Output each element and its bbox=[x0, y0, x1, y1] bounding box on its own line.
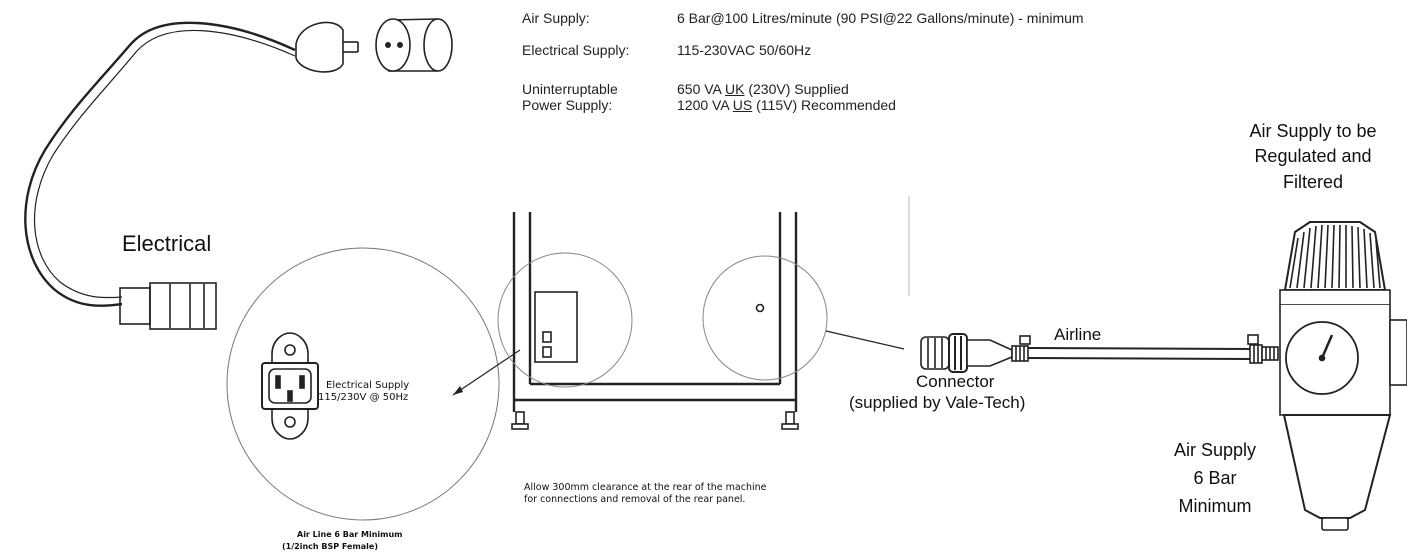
regulated-label-2: Regulated and bbox=[1254, 146, 1372, 166]
supply-label-2: 6 Bar bbox=[1193, 468, 1237, 488]
airline-spec-1: Air Line 6 Bar Minimum bbox=[297, 530, 403, 539]
power-cord bbox=[24, 21, 296, 307]
socket-label-1: Electrical Supply bbox=[326, 380, 410, 391]
supply-label-3: Minimum bbox=[1178, 496, 1252, 516]
spec-ups-line-1-b: (230V) Supplied bbox=[744, 81, 849, 97]
mains-plug-icon bbox=[295, 21, 359, 73]
airline-label: Airline bbox=[1054, 325, 1102, 344]
spec-ups-line-1-a: 650 VA bbox=[677, 81, 726, 97]
electrical-heading: Electrical bbox=[122, 231, 212, 256]
spec-ups-line-2-b: (115V) Recommended bbox=[752, 97, 896, 113]
spec-ups-label-1: Uninterruptable bbox=[522, 81, 618, 97]
spec-air-value: 6 Bar@100 Litres/minute (90 PSI@22 Gallo… bbox=[677, 10, 1084, 26]
airline-hose bbox=[1027, 334, 1279, 364]
spec-ups-line-2-region: US bbox=[732, 97, 753, 113]
connector-label: Connector bbox=[916, 372, 995, 391]
spec-ups-line-1: 650 VA UK (230V) Supplied bbox=[677, 81, 849, 97]
regulated-label-3: Filtered bbox=[1282, 172, 1344, 192]
machine-frame bbox=[497, 196, 910, 430]
connector-supplier-label: (supplied by Vale-Tech) bbox=[849, 393, 1026, 412]
spec-air-label: Air Supply: bbox=[522, 10, 590, 26]
spec-electrical-label: Electrical Supply: bbox=[522, 42, 630, 58]
iec-plug-icon bbox=[119, 282, 217, 330]
clearance-note-1: Allow 300mm clearance at the rear of the… bbox=[524, 482, 767, 493]
spec-ups-line-2-a: 1200 VA bbox=[677, 97, 733, 113]
wall-socket-icon bbox=[375, 18, 453, 72]
clearance-note-2: for connections and removal of the rear … bbox=[524, 494, 746, 505]
inlet-detail-circle bbox=[226, 247, 500, 521]
spec-ups-label-2: Power Supply: bbox=[522, 97, 613, 113]
filter-regulator-icon bbox=[1279, 221, 1407, 531]
spec-ups-line-1-region: UK bbox=[725, 81, 745, 97]
spec-ups-line-2: 1200 VA US (115V) Recommended bbox=[677, 97, 896, 113]
airline-spec-2: (1/2inch BSP Female) bbox=[282, 542, 379, 551]
regulated-label-1: Air Supply to be bbox=[1249, 121, 1377, 141]
push-fit-connector-icon bbox=[920, 333, 1031, 373]
socket-label-2: 115/230V @ 50Hz bbox=[318, 392, 409, 403]
spec-electrical-value: 115-230VAC 50/60Hz bbox=[677, 42, 812, 58]
supply-label-1: Air Supply bbox=[1173, 440, 1257, 460]
